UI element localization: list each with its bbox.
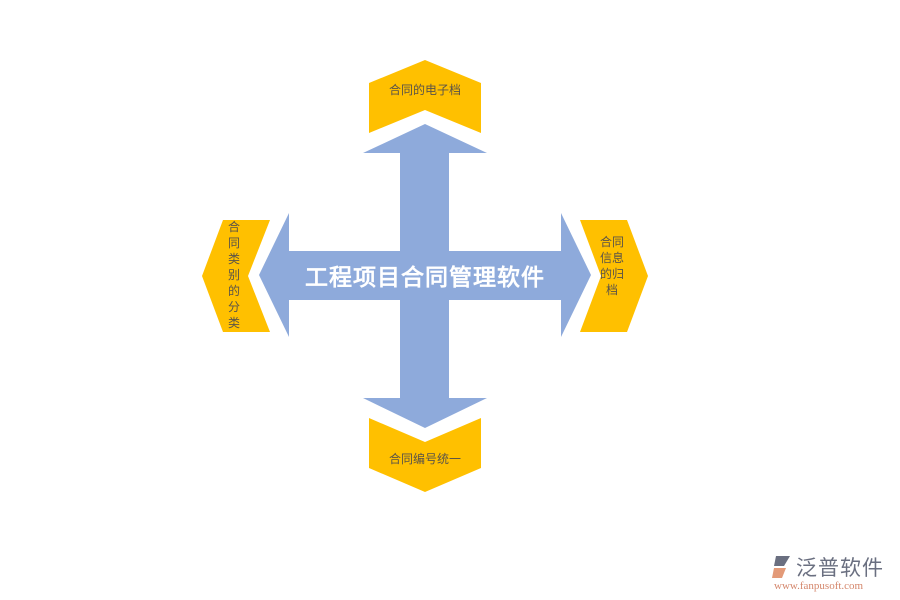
node-bottom-label: 合同编号统一 (388, 452, 461, 466)
center-title: 工程项目合同管理软件 (305, 265, 545, 291)
top-chevron (369, 60, 481, 133)
node-left-label: 合同类别的分类 (227, 220, 240, 330)
node-top-label: 合同的电子档 (388, 83, 461, 97)
right-chevron (580, 220, 648, 332)
logo-url: www.fanpusoft.com (774, 580, 864, 592)
bottom-chevron (369, 418, 481, 492)
left-chevron (202, 220, 270, 332)
node-right-label: 合同信息的归档 (599, 235, 624, 297)
logo-icon (772, 556, 790, 578)
logo-name: 泛普软件 (796, 556, 884, 580)
horizontal-double-arrow (259, 213, 591, 337)
